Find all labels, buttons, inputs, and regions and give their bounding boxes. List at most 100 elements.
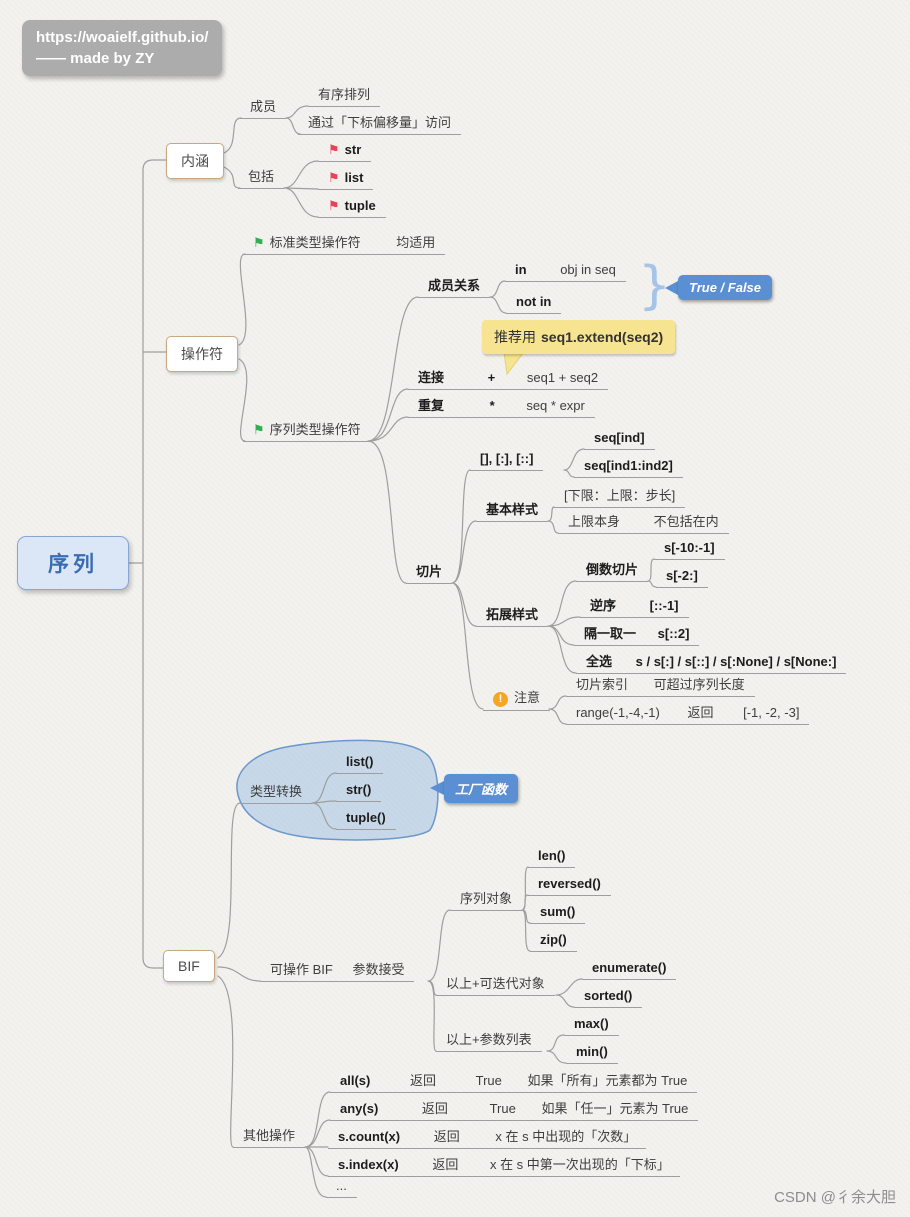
flag-icon: ⚑ [253, 235, 265, 250]
index-fn: s.index(x) [338, 1157, 399, 1172]
node-basic-style: 基本样式 [476, 502, 549, 522]
count-return: 返回 [433, 1129, 460, 1144]
all-fn: all(s) [340, 1073, 371, 1088]
node-seq-object: 序列对象 [450, 891, 523, 911]
branch-bif: BIF [163, 950, 215, 982]
repeat-example: seq * expr [526, 398, 585, 413]
count-desc: x 在 s 中出现的「次数」 [495, 1129, 637, 1144]
true-false-bubble: True / False [678, 275, 773, 300]
node-in: in obj in seq [505, 262, 626, 282]
every-other-label: 隔一取一 [584, 626, 637, 641]
node-list-fn: list() [336, 754, 384, 774]
node-sequence-operators: ⚑ 序列类型操作符 [243, 422, 371, 442]
node-not-in: not in [506, 294, 562, 314]
brace-icon: } [638, 256, 672, 316]
node-seq-ind1-ind2: seq[ind1:ind2] [574, 458, 683, 478]
any-value: True [489, 1101, 516, 1116]
node-every-other: 隔一取一 s[::2] [574, 626, 700, 646]
slice-index-label: 切片索引 [576, 677, 629, 692]
node-len-fn: len() [528, 848, 576, 868]
node-member: 成员 [240, 99, 287, 119]
any-cond: 如果「任一」元素为 True [541, 1101, 689, 1116]
repeat-op: * [489, 398, 495, 413]
node-plus-arglist: 以上+参数列表 [436, 1032, 542, 1052]
index-desc: x 在 s 中第一次出现的「下标」 [489, 1157, 670, 1172]
reverse-syntax: [::-1] [649, 598, 679, 613]
node-range-note: range(-1,-4,-1) 返回 [-1, -2, -3] [566, 705, 810, 725]
select-all-syntax: s / s[:] / s[::] / s[:None] / s[None:] [635, 654, 837, 669]
node-slice: 切片 [406, 564, 453, 584]
node-slice-index-note: 切片索引 可超过序列长度 [566, 677, 755, 697]
not-included-label: 不包括在内 [653, 514, 719, 529]
range-example: range(-1,-4,-1) [576, 705, 660, 720]
node-ordered: 有序排列 [308, 87, 381, 107]
index-return: 返回 [432, 1157, 459, 1172]
node-membership: 成员关系 [418, 278, 491, 298]
node-standard-operators: ⚑ 标准类型操作符 均适用 [243, 235, 446, 255]
flag-icon: ⚑ [328, 170, 340, 185]
author-credit: —— made by ZY [36, 50, 155, 67]
true-false-bubble-tail [665, 281, 678, 295]
node-str: ⚑ str [318, 142, 372, 162]
branch-operators: 操作符 [166, 336, 238, 372]
repeat-label: 重复 [418, 398, 445, 413]
node-max-fn: max() [564, 1016, 619, 1036]
node-plus-iterable: 以上+可迭代对象 [436, 976, 555, 996]
node-tuple: ⚑ tuple [318, 198, 386, 218]
flag-icon: ⚑ [253, 422, 265, 437]
any-fn: any(s) [340, 1101, 379, 1116]
node-type-convert: 类型转换 [240, 784, 313, 804]
count-fn: s.count(x) [338, 1129, 401, 1144]
in-example: obj in seq [560, 262, 616, 277]
operable-label: 可操作 BIF [270, 962, 333, 977]
node-list: ⚑ list [318, 170, 374, 190]
node-basic-format: [下限：上限：步长] [554, 488, 686, 508]
node-neg-example2: s[-2:] [656, 568, 708, 588]
node-tuple-fn: tuple() [336, 810, 396, 830]
node-other-ops: 其他操作 [233, 1128, 306, 1148]
upper-bound-label: 上限本身 [568, 514, 621, 529]
flag-icon: ⚑ [328, 198, 340, 213]
node-count: s.count(x) 返回 x 在 s 中出现的「次数」 [328, 1129, 647, 1149]
node-include: 包括 [238, 169, 285, 189]
str-label: str [344, 142, 362, 157]
all-return: 返回 [409, 1073, 436, 1088]
node-all: all(s) 返回 True 如果「所有」元素都为 True [330, 1073, 698, 1093]
range-result: [-1, -2, -3] [743, 705, 800, 720]
site-badge: https://woaielf.github.io/ —— made by ZY [22, 20, 223, 76]
all-cond: 如果「所有」元素都为 True [527, 1073, 688, 1088]
factory-bubble: 工厂函数 [444, 774, 519, 803]
node-reverse: 逆序 [::-1] [580, 598, 689, 618]
node-select-all: 全选 s / s[:] / s[::] / s[:None] / s[None:… [576, 654, 847, 674]
node-sum-fn: sum() [530, 904, 586, 924]
exceed-length-label: 可超过序列长度 [653, 677, 745, 692]
params-label: 参数接受 [352, 962, 405, 977]
concat-op: + [487, 370, 496, 385]
in-op: in [515, 262, 527, 277]
select-all-label: 全选 [586, 654, 613, 669]
node-min-fn: min() [566, 1044, 618, 1064]
every-other-syntax: s[::2] [657, 626, 690, 641]
node-more: ... [326, 1178, 357, 1198]
warning-icon: ! [493, 692, 508, 707]
watermark: CSDN @彳余大胆 [774, 1189, 896, 1206]
branch-connotation: 内涵 [166, 143, 224, 179]
seq-ops-label: 序列类型操作符 [269, 422, 361, 437]
flag-icon: ⚑ [328, 142, 340, 157]
node-concat: 连接 + seq1 + seq2 [408, 370, 609, 390]
node-upper-bound: 上限本身 不包括在内 [558, 514, 729, 534]
std-ops-label: 标准类型操作符 [269, 235, 361, 250]
callout-code: seq1.extend(seq2) [541, 329, 664, 345]
std-apply-label: 均适用 [396, 235, 436, 250]
note-label: 注意 [514, 690, 541, 705]
concat-example: seq1 + seq2 [526, 370, 599, 385]
node-seq-ind: seq[ind] [584, 430, 655, 450]
node-index: s.index(x) 返回 x 在 s 中第一次出现的「下标」 [328, 1157, 680, 1177]
tuple-label: tuple [344, 198, 376, 213]
node-negative-slice: 倒数切片 [576, 562, 649, 582]
node-index-access: 通过「下标偏移量」访问 [298, 115, 462, 135]
list-label: list [344, 170, 364, 185]
